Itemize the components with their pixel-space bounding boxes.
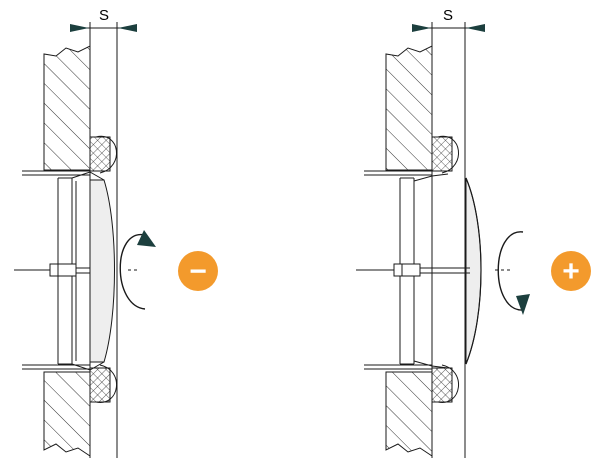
spindle xyxy=(356,263,510,277)
minus-symbol: − xyxy=(189,255,207,288)
gap-label: S xyxy=(443,7,453,24)
spindle xyxy=(14,263,140,277)
plus-symbol: + xyxy=(562,255,580,288)
gap-label: S xyxy=(99,7,109,24)
wall-bottom xyxy=(385,371,433,457)
wall-top xyxy=(385,45,433,171)
panel-left: S xyxy=(14,7,218,458)
dimension-arrow-icon xyxy=(118,24,137,32)
rotation-arrow-clockwise-icon xyxy=(119,230,156,310)
plus-badge-icon: + xyxy=(551,251,591,291)
wall-top xyxy=(43,45,91,171)
valve-disc xyxy=(89,179,115,363)
gasket-top xyxy=(89,136,111,172)
panel-right: S xyxy=(356,7,591,458)
gasket-bottom xyxy=(89,367,111,403)
minus-badge-icon: − xyxy=(178,251,218,291)
valve-disc xyxy=(465,177,482,365)
rotation-arrow-counterclockwise-icon xyxy=(497,231,530,315)
gasket-top xyxy=(431,136,453,172)
wall-bottom xyxy=(43,371,91,457)
gasket-bottom xyxy=(431,367,453,403)
dimension-arrow-icon xyxy=(466,24,485,32)
dimension-arrow-icon xyxy=(70,24,89,32)
dimension-arrow-icon xyxy=(412,24,431,32)
